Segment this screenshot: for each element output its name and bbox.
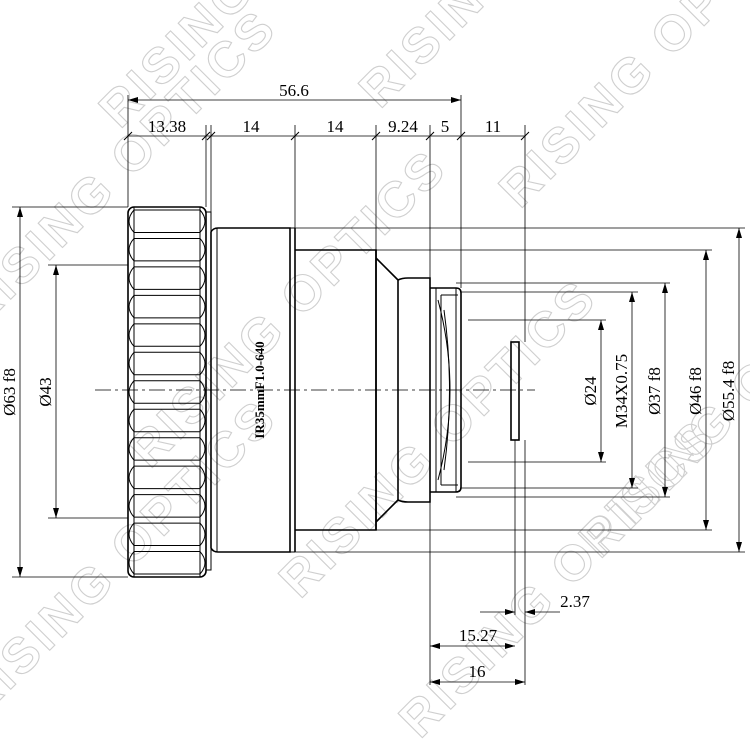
knurl-ridge [128,494,206,518]
knurl-ridge [128,237,206,262]
dim-overall-length: 56.6 [279,81,309,100]
lens-body: IR35mmF1.0-640 [95,206,535,578]
watermark-text: RISING OPTICS [488,0,750,218]
dim-seg-6: 11 [485,117,501,136]
dim-seg-5: 5 [441,117,450,136]
dim-dia-24: Ø24 [581,376,600,406]
focus-ring [127,206,212,578]
dim-bottom-1527: 15.27 [459,626,498,645]
dim-dia-55: Ø55.4 f8 [719,361,738,421]
dim-bottom-237: 2.37 [560,592,590,611]
knurl-ridge [128,465,206,490]
dim-dia-37: Ø37 f8 [645,367,664,415]
knurl-ridge [128,209,206,233]
dimensions: 56.6 13.38 14 14 9.24 5 11 Ø63 f8 Ø43 Ø2… [0,81,742,685]
dim-bottom-16: 16 [469,662,486,681]
knurl-ridge [128,408,206,433]
dim-thread: M34X0.75 [612,354,631,428]
knurl-ridge [128,437,206,461]
knurl-ridge [128,351,206,376]
knurl-ridge [128,380,206,404]
dim-seg-3: 14 [327,117,345,136]
dim-dia-63: Ø63 f8 [0,368,19,416]
knurl-ridge [128,323,206,347]
dim-dia-46: Ø46 f8 [686,367,705,415]
extension-lines [12,95,745,685]
dim-seg-1: 13.38 [148,117,186,136]
knurl-ridge [128,522,206,547]
watermark-text: RISING OPTICS [118,138,458,478]
segment-ticks [123,131,530,141]
dim-seg-2: 14 [243,117,261,136]
knurl-ridge [128,551,206,575]
dim-seg-4: 9.24 [388,117,418,136]
dim-dia-43: Ø43 [36,377,55,406]
knurl-ridge [128,294,206,319]
knurl-ridge [128,266,206,290]
